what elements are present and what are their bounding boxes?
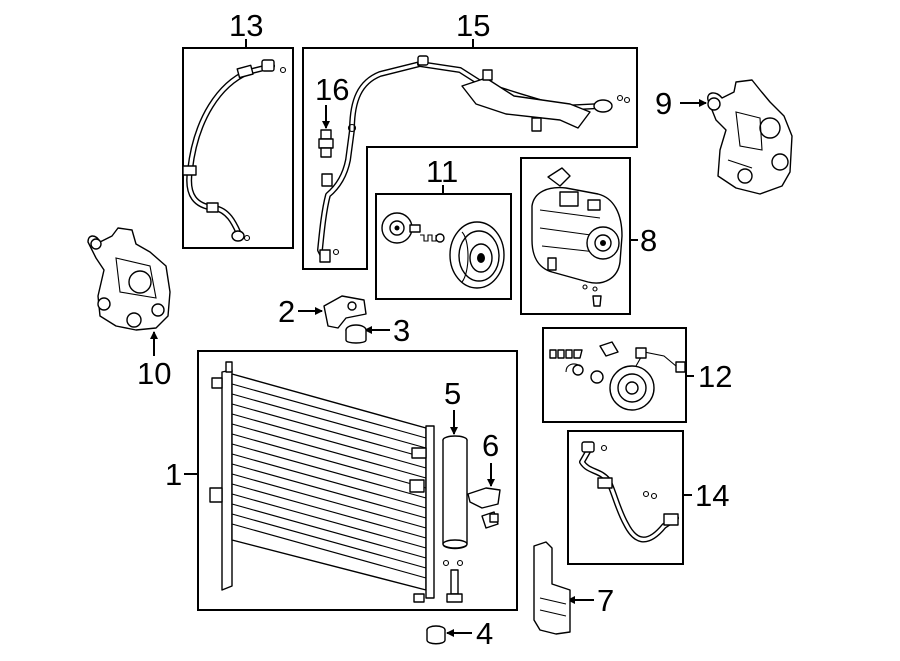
seal-7-part [533, 541, 571, 635]
cushion-3-part [345, 324, 367, 344]
box-13-discharge-hose [182, 47, 294, 249]
callout-3: 3 [393, 313, 410, 348]
compressor-bracket-part [707, 79, 793, 195]
box-14-hose [567, 430, 684, 565]
callout-9: 9 [655, 86, 672, 121]
callout-6: 6 [482, 428, 499, 463]
receiver-dryer-part [442, 435, 468, 603]
clutch-kit-part [549, 341, 686, 411]
callout-16: 16 [315, 72, 349, 107]
callout-2: 2 [278, 294, 295, 329]
callout-15: 15 [456, 8, 490, 43]
bracket-6-part [467, 487, 501, 529]
mounting-bracket-part [87, 227, 171, 331]
callout-11: 11 [426, 154, 458, 189]
callout-12: 12 [698, 359, 732, 394]
box-8-compressor [520, 157, 631, 315]
callout-7: 7 [597, 583, 614, 618]
condenser-part [209, 361, 435, 603]
discharge-hose-part [182, 59, 287, 242]
cushion-4-part [426, 625, 446, 645]
suction-line-part [317, 55, 631, 263]
pressure-sensor-part [318, 129, 334, 158]
hose-14-part [579, 441, 679, 543]
callout-4: 4 [476, 616, 493, 651]
callout-5: 5 [444, 376, 461, 411]
bracket-2-part [323, 295, 367, 329]
callout-8: 8 [640, 223, 657, 258]
compressor-part [531, 167, 623, 307]
callout-1: 1 [165, 457, 182, 492]
box-1-condenser [197, 350, 518, 611]
box-15-suction-line [302, 47, 638, 270]
callout-10: 10 [137, 356, 171, 391]
clutch-assembly-part [381, 212, 505, 289]
callout-13: 13 [229, 8, 263, 43]
callout-14: 14 [695, 478, 729, 513]
